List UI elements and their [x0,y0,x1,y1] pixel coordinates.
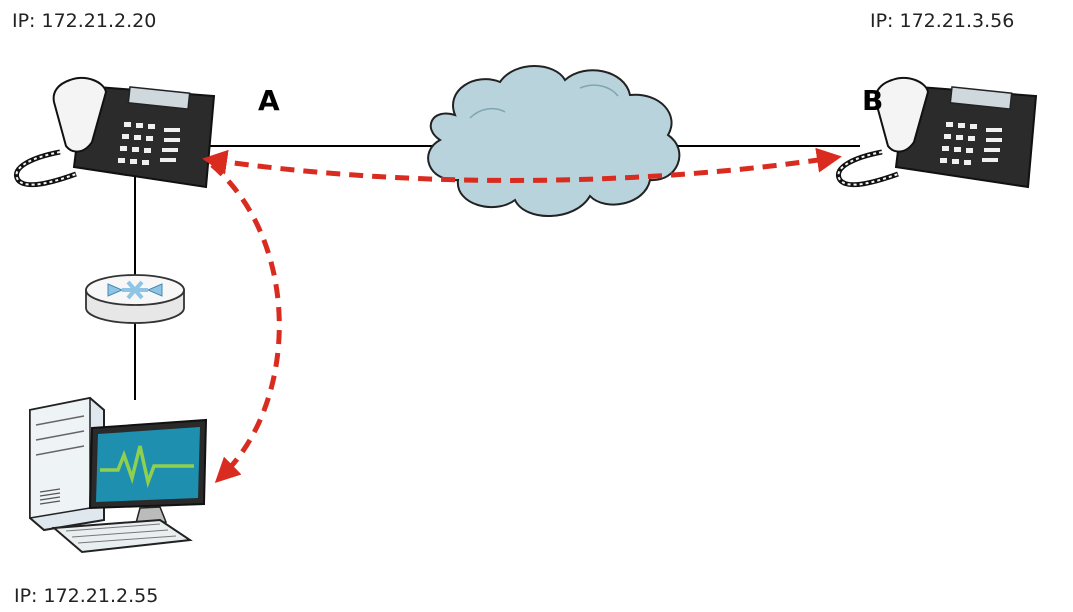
phone-a-letter: A [258,84,280,117]
cloud-icon [427,65,681,217]
phone-b-letter: B [862,84,884,117]
computer-icon [29,396,208,554]
desk-phone-icon [14,76,216,189]
phone-a-ip-label: IP: 172.21.2.20 [12,10,157,32]
phone-b-ip-label: IP: 172.21.3.56 [870,10,1015,32]
desk-phone-icon [836,76,1038,189]
mirror-path-phone-a-to-phone-b [202,147,842,183]
mirror-path-phone-a-to-computer [210,163,282,483]
computer-ip-label: IP: 172.21.2.55 [14,585,159,607]
router-icon [85,274,185,324]
